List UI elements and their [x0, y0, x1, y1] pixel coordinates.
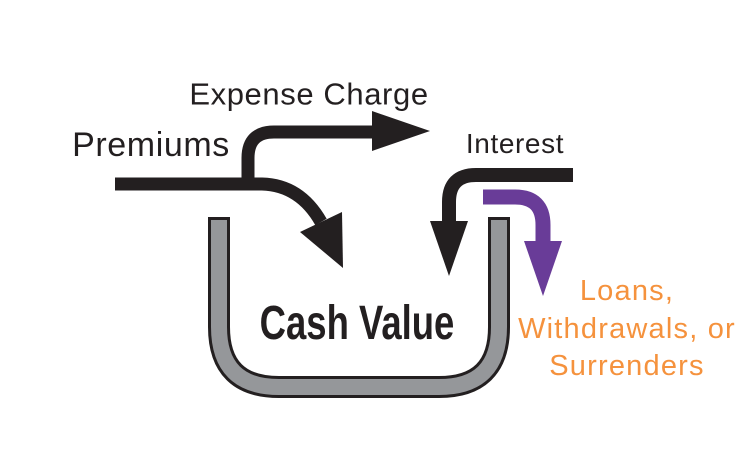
- interest-arrowhead-icon: [430, 221, 468, 276]
- premiums-arrow-line: [115, 177, 327, 226]
- premiums-arrowhead-icon: [300, 212, 343, 268]
- loans-withdrawals-arrowhead-icon: [524, 241, 562, 296]
- expense-charge-arrow: [241, 111, 430, 180]
- interest-arrow-line: [442, 168, 573, 222]
- outflow-label-line3: Surrenders: [549, 349, 705, 382]
- interest-label: Interest: [465, 128, 565, 159]
- interest-arrow: [430, 168, 573, 276]
- expense-charge-arrowhead-icon: [372, 111, 430, 151]
- expense-charge-arrow-line: [241, 125, 374, 180]
- bucket-gray-band: [211, 220, 507, 395]
- premiums-arrow: [115, 177, 343, 268]
- outflow-label-line1: Loans,: [579, 274, 675, 307]
- loans-withdrawals-surrenders-label: Loans, Withdrawals, or Surrenders: [518, 273, 736, 386]
- cash-value-label: Cash Value: [259, 297, 455, 350]
- loans-withdrawals-arrow: [483, 189, 562, 296]
- loans-withdrawals-arrow-line: [483, 189, 551, 242]
- expense-charge-label: Expense Charge: [189, 76, 429, 112]
- cash-value-bucket: [208, 217, 510, 398]
- outflow-label-line2: Withdrawals, or: [518, 312, 736, 345]
- premiums-label: Premiums: [72, 126, 230, 164]
